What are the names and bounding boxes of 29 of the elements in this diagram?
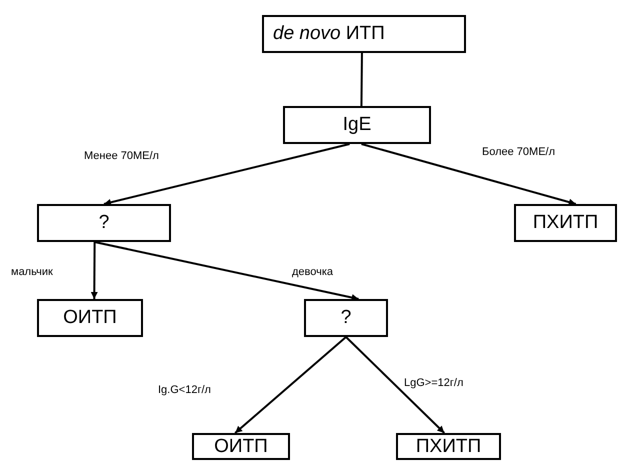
edge-label: девочка <box>292 266 334 278</box>
process-box <box>396 433 501 460</box>
process-box <box>192 433 290 460</box>
box-label: ? <box>340 307 352 329</box>
box-label: ПХИТП <box>532 212 598 234</box>
process-box <box>37 299 143 337</box>
box-label: ПХИТП <box>416 436 482 458</box>
box-label: ОИТП <box>214 436 268 458</box>
arrow <box>345 336 445 434</box>
process-box <box>304 299 388 337</box>
arrow <box>104 143 350 206</box>
edge-label: мальчик <box>11 266 53 278</box>
arrow <box>94 241 359 301</box>
arrow <box>234 336 347 434</box>
process-box <box>514 204 617 242</box>
edge-label: Ig.G<12г/л <box>158 384 211 396</box>
arrow <box>90 242 98 299</box>
process-box <box>37 204 171 242</box>
box-label: ? <box>98 212 110 234</box>
arrow <box>361 143 576 206</box>
connector-line <box>360 52 363 106</box>
box-label: ОИТП <box>63 307 117 329</box>
process-box <box>283 106 431 144</box>
process-box <box>262 15 466 53</box>
edge-label: Более 70МЕ/л <box>482 146 556 158</box>
edge-label: LgG>=12г/л <box>404 377 464 389</box>
edge-label: Менее 70МЕ/л <box>84 150 159 162</box>
box-label: IgE <box>342 114 372 136</box>
box-label: de novo ИТП <box>273 23 385 45</box>
